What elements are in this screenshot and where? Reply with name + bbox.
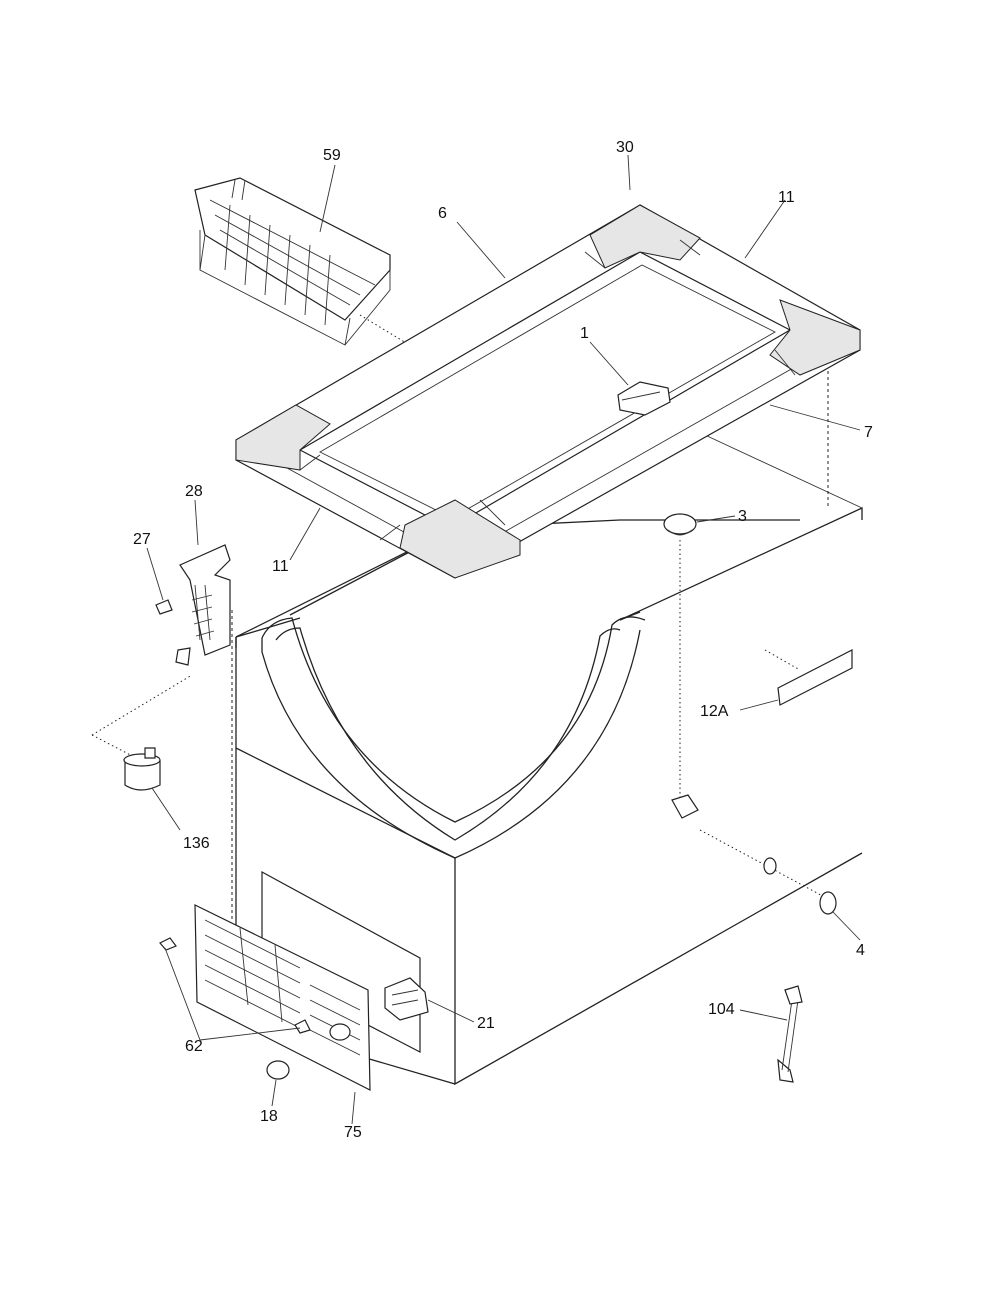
lid-handle-icon (617, 381, 671, 416)
callout-28: 28 (185, 483, 203, 500)
callout-27: 27 (133, 531, 151, 548)
callout-1: 1 (580, 325, 589, 342)
cabinet-body (91, 252, 863, 1086)
callout-labels: 59 30 6 11 1 7 28 27 3 11 12A 136 4 104 … (133, 139, 873, 1141)
rating-label-icon (777, 649, 853, 706)
callout-7: 7 (864, 424, 873, 441)
callout-6: 6 (438, 205, 447, 222)
callout-11-top: 11 (778, 189, 795, 206)
hinge-icon (155, 544, 231, 666)
drain-cap-icon (671, 794, 837, 915)
callout-3: 3 (738, 508, 747, 525)
drain-plug-icon (663, 513, 697, 536)
vent-grille-icon (194, 870, 421, 1091)
callout-18: 18 (260, 1108, 278, 1125)
callout-30: 30 (616, 139, 634, 156)
screw-icon (159, 937, 311, 1034)
callout-4: 4 (856, 942, 865, 959)
control-knob-icon (266, 1023, 351, 1080)
callout-59: 59 (323, 147, 341, 164)
callout-104: 104 (708, 1001, 735, 1018)
callout-136: 136 (183, 835, 210, 852)
callout-75: 75 (344, 1124, 362, 1141)
callout-62: 62 (185, 1038, 203, 1055)
lid-gasket-frame (235, 204, 861, 579)
power-cord-icon (777, 985, 803, 1083)
leader-lines (146, 154, 861, 1125)
temperature-control-icon (384, 977, 429, 1021)
wire-basket-icon (194, 177, 391, 346)
callout-11-bottom: 11 (272, 558, 289, 575)
leveling-foot-icon (123, 747, 161, 791)
callout-12a: 12A (700, 703, 729, 720)
callout-21: 21 (477, 1015, 495, 1032)
